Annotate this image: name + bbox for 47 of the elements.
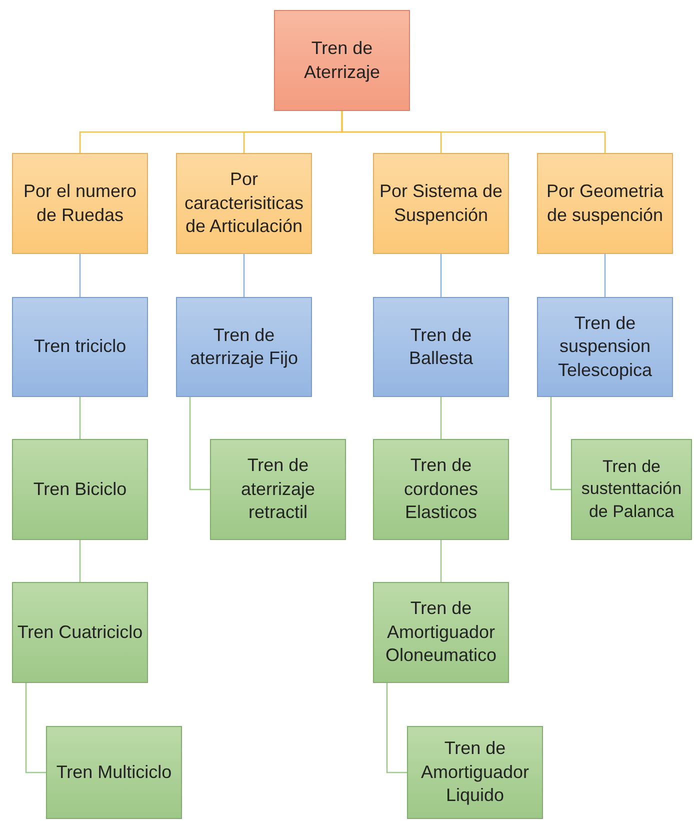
connector-line (386, 683, 407, 774)
node-label: Por Sistema de Suspención (378, 180, 504, 227)
category-box (373, 297, 509, 397)
category-box (274, 10, 410, 111)
category-box (176, 297, 312, 397)
category-box (12, 439, 148, 540)
category-box (176, 153, 312, 254)
connector-line (440, 254, 442, 297)
node-label: Tren de aterrizaje retractil (240, 454, 316, 524)
connector-line (440, 540, 442, 582)
node-label: Tren Cuatriciclo (17, 620, 143, 644)
category-box (373, 582, 509, 683)
node-label: Tren de aterrizaje Fijo (188, 324, 300, 370)
node-label: Por el numero de Ruedas (22, 180, 138, 226)
connector-line (604, 254, 606, 297)
node-label: Tren triciclo (34, 335, 126, 358)
category-box (373, 439, 509, 540)
category-box (12, 153, 148, 254)
connector-line (341, 111, 606, 153)
connector-line (550, 397, 571, 490)
category-box (46, 726, 182, 819)
node-label: Tren de Amortiguador Liquido (420, 737, 530, 808)
category-box (407, 726, 543, 819)
connector-line (79, 254, 81, 297)
category-box (571, 439, 692, 540)
connector-line (79, 397, 81, 439)
node-label: Tren de Aterrizaje (302, 37, 382, 84)
connector-line (243, 254, 245, 297)
node-label: Tren de Amortiguador Oloneumatico (384, 597, 498, 668)
node-label: Tren Biciclo (33, 478, 127, 501)
node-label: Por Geometria de suspención (545, 180, 665, 227)
category-box (210, 439, 346, 540)
category-box (537, 297, 673, 397)
node-label: Tren de cordones Elasticos (402, 454, 480, 524)
node-label: Tren Multiciclo (56, 760, 172, 784)
category-box (12, 582, 148, 683)
node-label: Tren de Ballesta (408, 324, 474, 370)
category-box (12, 297, 148, 397)
connector-line (25, 683, 46, 774)
category-box (537, 153, 673, 254)
node-label: Tren de suspension Telescopica (556, 312, 654, 382)
category-box (373, 153, 509, 254)
connector-line (440, 397, 442, 439)
connector-line (79, 540, 81, 582)
node-label: Tren de sustenttación de Palanca (580, 456, 683, 523)
node-label: Por caracterisiticas de Articulación (183, 168, 305, 238)
connector-line (189, 397, 210, 490)
